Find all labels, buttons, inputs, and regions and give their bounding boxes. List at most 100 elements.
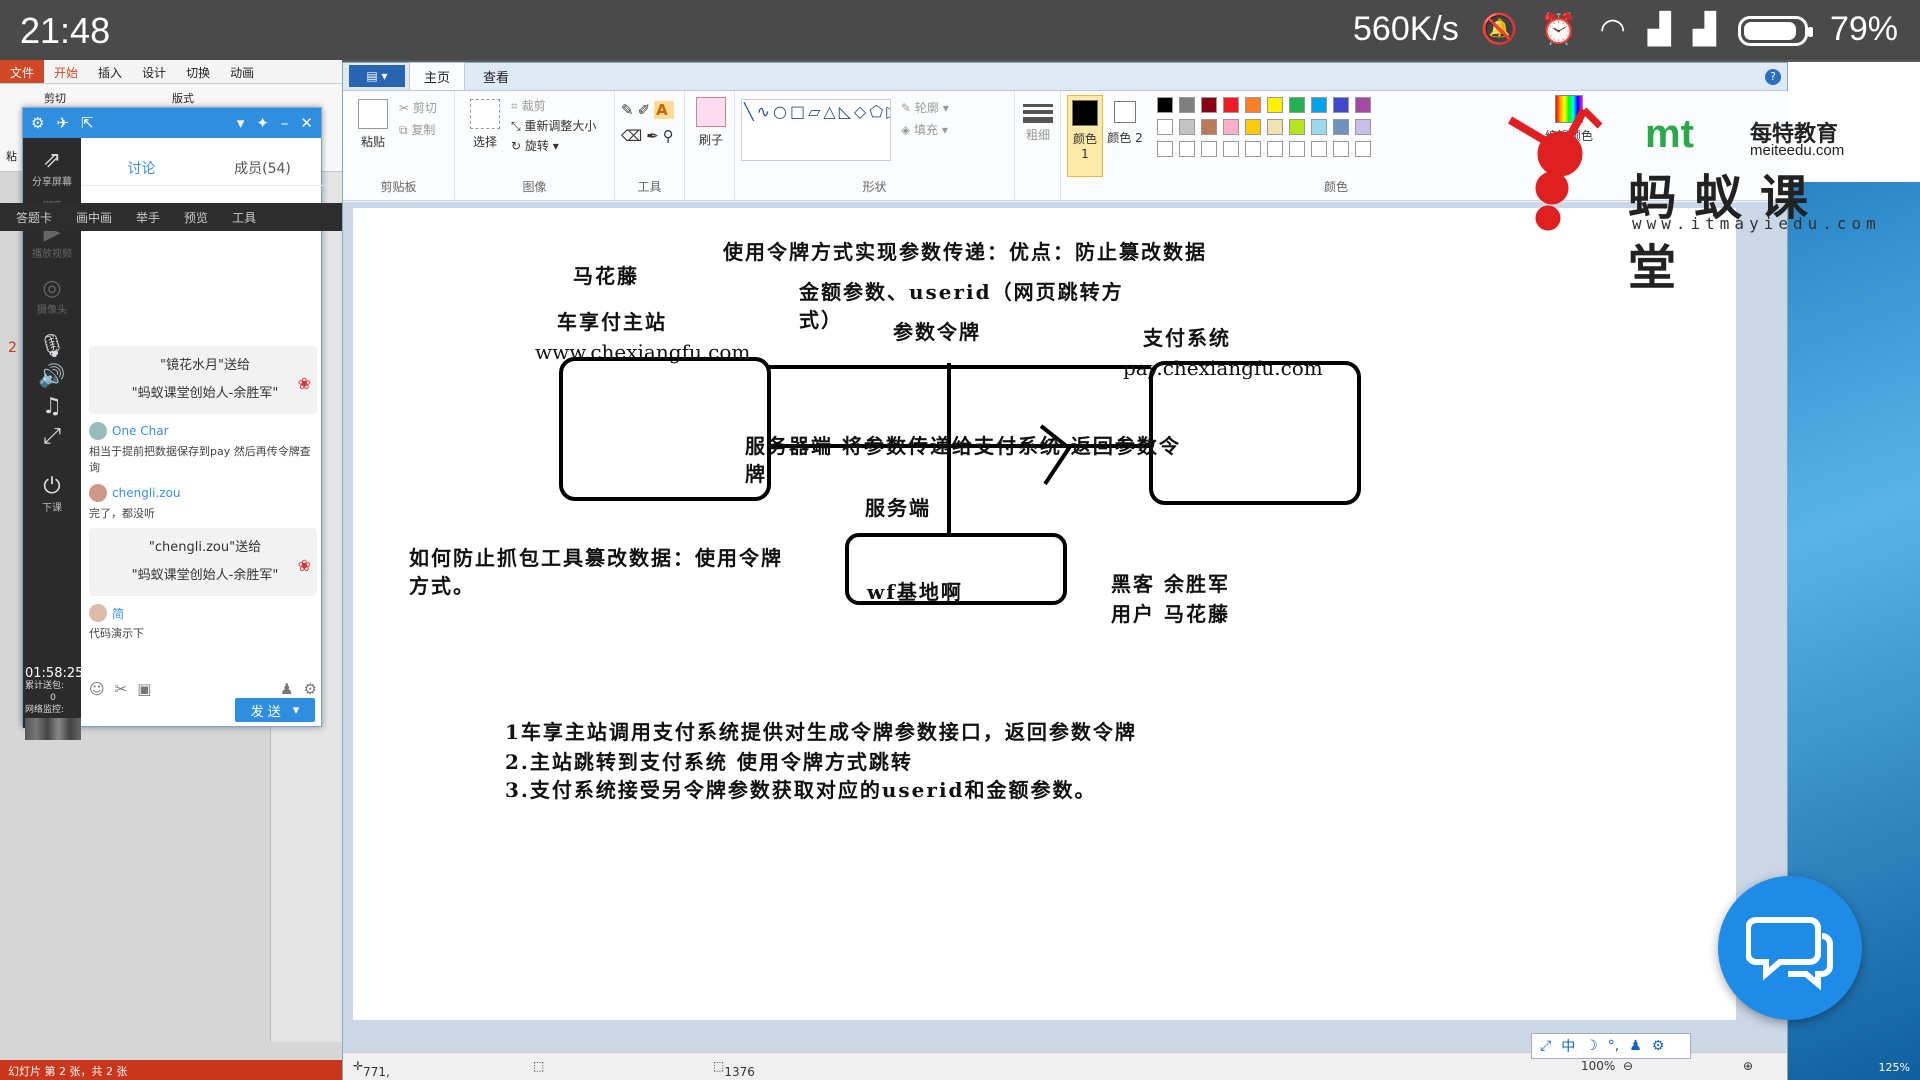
color-swatch[interactable] — [1355, 97, 1371, 113]
share-screen-button[interactable]: ⇗ 分享屏幕 — [23, 148, 81, 188]
cut-button[interactable]: ✂ 剪切 — [399, 101, 437, 115]
empty-swatch[interactable] — [1179, 141, 1195, 157]
paint-menu-button[interactable]: ▤ ▾ — [349, 65, 405, 87]
toolbar-preview[interactable]: 预览 — [184, 210, 209, 225]
ppt-layout-button[interactable]: 版式 — [172, 92, 194, 105]
pencil-icon[interactable]: ✎✐A — [621, 101, 674, 119]
fill-button[interactable]: ◈ 填充 ▾ — [901, 123, 948, 137]
ppt-tab-file[interactable]: 文件 — [0, 60, 45, 83]
empty-swatch[interactable] — [1201, 141, 1217, 157]
color-swatch[interactable] — [1157, 119, 1173, 135]
tab-view[interactable]: 查看 — [483, 71, 510, 86]
color-swatch[interactable] — [1201, 119, 1217, 135]
color-swatch[interactable] — [1289, 119, 1305, 135]
share-out-icon[interactable]: ⇱ — [81, 114, 94, 132]
color-swatch[interactable] — [1267, 119, 1283, 135]
paste-button[interactable]: 粘贴 — [353, 99, 393, 150]
emoji-icon[interactable]: ☺ — [89, 680, 105, 698]
crop-button[interactable]: ⌗ 裁剪 — [511, 99, 546, 113]
zoom-in-button[interactable]: ⊕ — [1743, 1059, 1754, 1073]
color-swatch[interactable] — [1355, 119, 1371, 135]
color-swatch[interactable] — [1201, 97, 1217, 113]
color-swatch[interactable] — [1223, 97, 1239, 113]
minimize-icon[interactable]: – — [280, 114, 289, 132]
toolbar-pip[interactable]: 画中画 — [76, 210, 113, 225]
empty-swatch[interactable] — [1223, 141, 1239, 157]
ppt-tab-transitions[interactable]: 切换 — [186, 66, 211, 80]
color-swatch[interactable] — [1333, 119, 1349, 135]
tab-discuss[interactable]: 讨论 — [127, 161, 156, 177]
image-icon[interactable]: ▣ — [137, 680, 152, 698]
color-swatch[interactable] — [1289, 97, 1305, 113]
avatar — [89, 484, 107, 502]
ppt-tab-design[interactable]: 设计 — [142, 66, 167, 80]
ppt-cut-button[interactable]: 剪切 — [44, 92, 66, 105]
color-swatch[interactable] — [1311, 97, 1327, 113]
ppt-tab-home[interactable]: 开始 — [54, 66, 79, 80]
color-swatch[interactable] — [1245, 119, 1261, 135]
floating-chat-button[interactable] — [1718, 876, 1862, 1020]
empty-swatch[interactable] — [1289, 141, 1305, 157]
ime-moon-icon[interactable]: ☽ — [1585, 1038, 1598, 1054]
fullscreen-button[interactable]: ⤢ — [23, 424, 81, 449]
copy-button[interactable]: ⧉ 复制 — [399, 123, 436, 137]
ime-toolbar[interactable]: ⤢ 中 ☽ °, ♟ ⚙ — [1531, 1033, 1691, 1059]
shapes-gallery[interactable]: ╲∿○□▱△◺◇⬠▷⇨☆✧⬡▢◯ — [741, 99, 891, 161]
ppt-tab-animations[interactable]: 动画 — [230, 66, 255, 80]
size-button[interactable]: 粗细 — [1023, 101, 1053, 143]
ime-punct-icon[interactable]: °, — [1607, 1038, 1620, 1054]
empty-swatch[interactable] — [1311, 141, 1327, 157]
scissors-icon[interactable]: ✂ — [114, 680, 128, 698]
toolbar-answer-card[interactable]: 答题卡 — [16, 210, 53, 225]
airplane-icon[interactable]: ✈ — [56, 114, 70, 132]
rotate-button[interactable]: ↻ 旋转 ▾ — [511, 139, 559, 153]
empty-swatch[interactable] — [1355, 141, 1371, 157]
resize-button[interactable]: ⤡ 重新调整大小 — [511, 119, 597, 133]
color-swatch[interactable] — [1179, 119, 1195, 135]
user-icon[interactable]: ♟ — [280, 680, 294, 698]
ppt-tab-insert[interactable]: 插入 — [98, 66, 123, 80]
outline-button[interactable]: ✎ 轮廓 ▾ — [901, 101, 949, 115]
color-swatch[interactable] — [1267, 97, 1283, 113]
select-button[interactable]: 选择 — [465, 99, 505, 150]
ime-mode-icon[interactable]: ⤢ — [1540, 1038, 1552, 1054]
empty-swatch[interactable] — [1267, 141, 1283, 157]
empty-swatch[interactable] — [1157, 141, 1173, 157]
pin-icon[interactable]: ✦ — [256, 114, 269, 132]
color-swatch[interactable] — [1245, 97, 1261, 113]
mic-button[interactable]: 🎙 — [23, 334, 81, 359]
toolbar-tools[interactable]: 工具 — [232, 210, 257, 225]
canvas-area[interactable]: 使用令牌方式实现参数传递：优点：防止篡改数据 马花藤 车享付主站 www.che… — [343, 202, 1787, 1052]
gift-message: "chengli.zou"送给 "蚂蚁课堂创始人-余胜军" ❀ — [89, 528, 317, 596]
ime-user-icon[interactable]: ♟ — [1629, 1038, 1642, 1054]
color-swatch[interactable] — [1223, 119, 1239, 135]
toolbar-raise-hand[interactable]: 举手 — [136, 210, 161, 225]
end-class-button[interactable]: ⏻ 下课 — [23, 474, 81, 514]
color-swatch[interactable] — [1311, 119, 1327, 135]
ime-chinese-icon[interactable]: 中 — [1561, 1039, 1576, 1055]
gear-icon[interactable]: ⚙ — [303, 680, 317, 698]
tab-members[interactable]: 成员(54) — [234, 161, 291, 177]
color-swatch[interactable] — [1157, 97, 1173, 113]
color-swatch[interactable] — [1333, 97, 1349, 113]
speaker-button[interactable]: 🔊 — [23, 364, 81, 389]
help-icon[interactable]: ? — [1765, 69, 1781, 85]
ime-gear-icon[interactable]: ⚙ — [1651, 1038, 1665, 1054]
empty-swatch[interactable] — [1245, 141, 1261, 157]
tab-home[interactable]: 主页 — [409, 62, 466, 90]
music-button[interactable]: ♫ — [23, 394, 81, 419]
settings-icon[interactable]: ⚙ — [31, 114, 45, 132]
camera-button[interactable]: ◎ 摄像头 — [23, 276, 81, 316]
color-swatch[interactable] — [1179, 97, 1195, 113]
color1-button[interactable]: 颜色 1 — [1067, 95, 1103, 177]
brush-button[interactable]: 刷子 — [691, 97, 731, 148]
send-button[interactable]: 发 送 ▾ — [235, 698, 315, 722]
chevron-down-icon[interactable]: ▾ — [292, 702, 300, 718]
eraser-icon[interactable]: ⌫✒⚲ — [621, 127, 678, 145]
empty-swatch[interactable] — [1333, 141, 1349, 157]
close-icon[interactable]: ✕ — [300, 114, 313, 132]
color2-button[interactable]: 颜色 2 — [1107, 95, 1143, 177]
dropdown-icon[interactable]: ▾ — [236, 114, 245, 132]
drawing-canvas[interactable]: 使用令牌方式实现参数传递：优点：防止篡改数据 马花藤 车享付主站 www.che… — [353, 208, 1736, 1020]
zoom-out-button[interactable]: ⊖ — [1623, 1059, 1634, 1073]
